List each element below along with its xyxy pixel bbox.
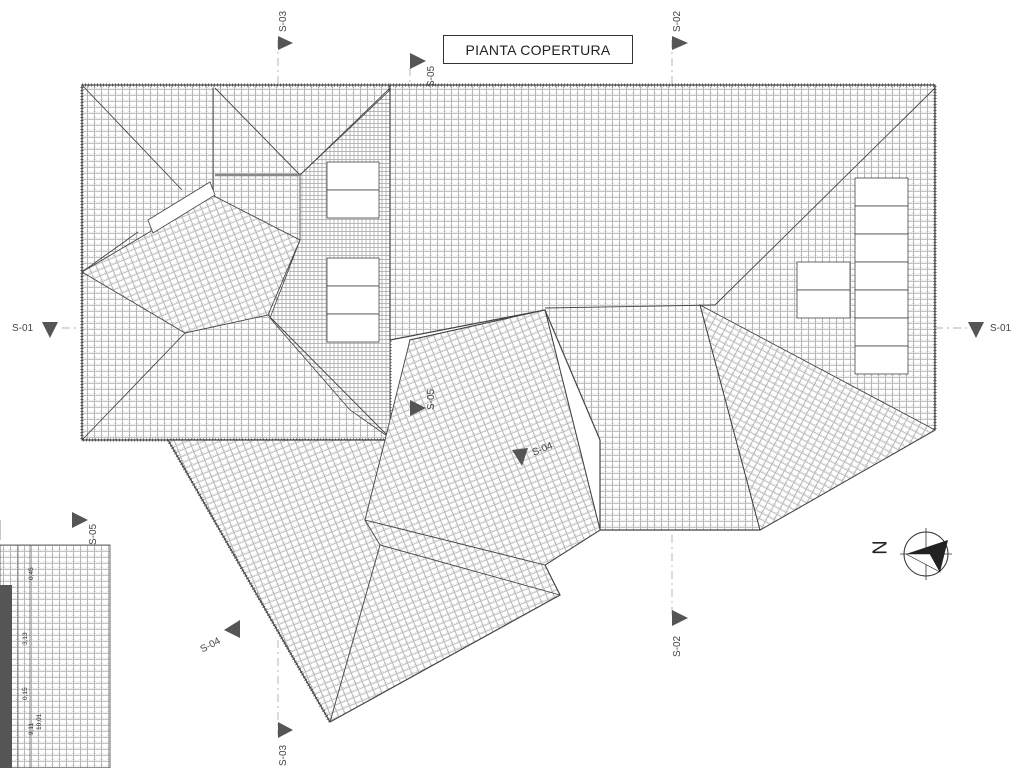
section-marker-s05-mid	[410, 400, 426, 416]
section-marker-s01-right	[968, 322, 984, 338]
label-s01-left: S-01	[12, 323, 34, 334]
section-marker-s04-center	[512, 448, 528, 466]
rotated-roof-wing	[166, 309, 601, 723]
dimension-label: 0,15	[22, 687, 29, 700]
label-s05-top: S-05	[426, 65, 437, 87]
label-s03-top: S-03	[278, 10, 289, 32]
left-roof-block	[80, 83, 392, 442]
label-s05-left: S-05	[88, 523, 99, 545]
north-label: N	[869, 540, 892, 555]
right-roof-block	[389, 83, 937, 531]
section-marker-s03-bottom	[278, 722, 293, 738]
dimension-label: 3,13	[22, 632, 29, 645]
label-s03-bottom: S-03	[278, 744, 289, 766]
drawing-title: PIANTA COPERTURA	[443, 35, 633, 64]
section-marker-s01-left	[42, 322, 58, 338]
label-s05-mid: S-05	[426, 388, 437, 410]
section-marker-s05-top	[410, 53, 426, 69]
label-s02-top: S-02	[672, 10, 683, 32]
section-detail	[0, 520, 111, 768]
section-marker-s05-left	[72, 512, 88, 528]
section-marker-s02-top	[672, 36, 688, 50]
north-arrow-icon	[900, 528, 952, 580]
label-s01-right: S-01	[990, 323, 1012, 334]
section-markers	[42, 36, 984, 738]
section-marker-s02-bottom	[672, 610, 688, 626]
section-marker-s03-top	[278, 36, 293, 50]
label-s02-bottom: S-02	[672, 635, 683, 657]
dimension-label: 0,45	[28, 567, 35, 580]
dimension-label: 9,11	[28, 722, 35, 735]
section-marker-s04-left	[224, 620, 240, 638]
dimension-label: 10,01	[36, 713, 43, 730]
section-lines	[62, 40, 970, 735]
